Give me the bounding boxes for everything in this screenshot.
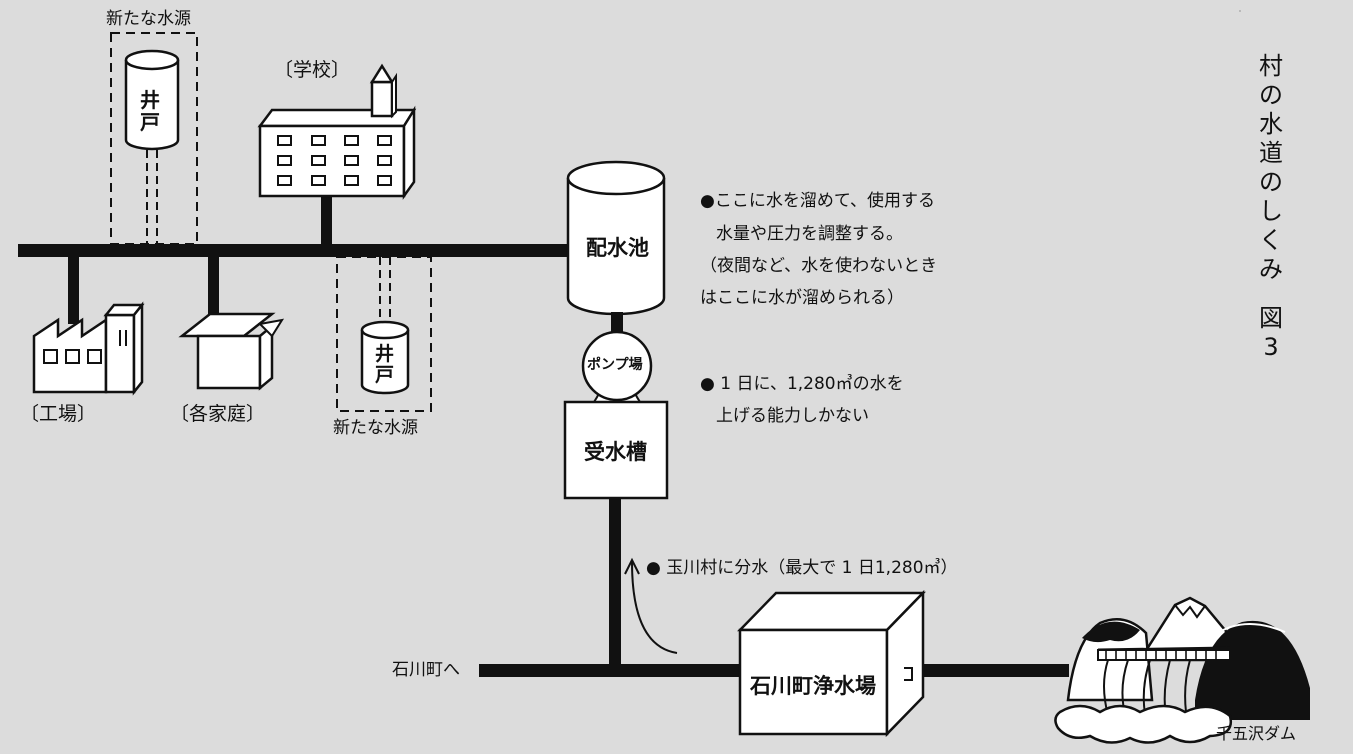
receiving-tank bbox=[563, 400, 669, 500]
new-source-top-label: 新たな水源 bbox=[106, 9, 191, 29]
diagram-title: 村 の 水 道 の し く み 図 3 bbox=[1256, 52, 1286, 362]
factory-label: 〔工場〕 bbox=[20, 403, 97, 425]
title-char: 水 bbox=[1259, 110, 1283, 138]
reservoir-note-line-1: ●ここに水を溜めて、使用する bbox=[700, 191, 935, 211]
lower-main-pipe bbox=[479, 664, 742, 677]
title-char: み bbox=[1259, 255, 1283, 283]
school-label: 〔学校〕 bbox=[274, 59, 351, 81]
purification-plant bbox=[737, 589, 926, 738]
main-pipe bbox=[18, 244, 570, 257]
dam-label: 千五沢ダム bbox=[1216, 724, 1297, 743]
title-char: の bbox=[1259, 168, 1283, 196]
new-source-box-bottom bbox=[336, 256, 432, 412]
title-char: の bbox=[1259, 81, 1283, 109]
school-building bbox=[257, 63, 417, 200]
reservoir-note-line-4: はここに水が溜められる） bbox=[700, 288, 904, 308]
pump-note-line-1: ● 1 日に、1,280㎥の水を bbox=[700, 374, 904, 394]
new-source-bottom-label: 新たな水源 bbox=[333, 418, 418, 438]
reservoir-label: 配水池 bbox=[586, 236, 649, 260]
well-top-label-1: 井 bbox=[140, 88, 160, 112]
ishikawa-direction-label: 石川町へ bbox=[392, 660, 460, 680]
new-source-box-top bbox=[110, 32, 198, 245]
house-building bbox=[178, 312, 285, 391]
reservoir-note-line-3: （夜間など、水を使わないとき bbox=[700, 256, 938, 276]
school-pipe bbox=[321, 195, 332, 250]
homes-label: 〔各家庭〕 bbox=[170, 403, 266, 425]
pump-note-line-2: 上げる能力しかない bbox=[716, 406, 869, 426]
reservoir-note-line-2: 水量や圧力を調整する。 bbox=[716, 224, 903, 244]
well-bottom-label-2: 戸 bbox=[375, 364, 395, 386]
pump-label: ポンプ場 bbox=[587, 357, 643, 373]
distribution-note: ● 玉川村に分水（最大で 1 日1,280㎥） bbox=[646, 558, 958, 578]
homes-pipe bbox=[208, 244, 219, 314]
title-char: く bbox=[1259, 226, 1283, 254]
well-top-label-2: 戸 bbox=[140, 110, 160, 134]
well-bottom-label-1: 井 bbox=[375, 343, 395, 365]
purification-plant-label: 石川町浄水場 bbox=[750, 674, 876, 698]
figure-number: 3 bbox=[1263, 333, 1279, 361]
dam-illustration bbox=[1054, 596, 1310, 744]
well-bottom bbox=[360, 330, 410, 395]
factory-building bbox=[32, 301, 145, 396]
title-char: し bbox=[1259, 197, 1283, 225]
factory-pipe bbox=[68, 244, 79, 324]
title-char: 道 bbox=[1259, 139, 1283, 167]
receiving-tank-label: 受水槽 bbox=[584, 440, 647, 464]
flow-arrow bbox=[631, 561, 678, 654]
title-char: 村 bbox=[1259, 52, 1283, 80]
well-top bbox=[124, 60, 180, 151]
figure-label: 図 bbox=[1259, 304, 1283, 332]
pump-station bbox=[581, 330, 653, 403]
